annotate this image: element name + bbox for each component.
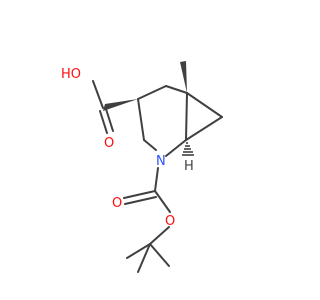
bond-n-ca-2	[143, 139, 157, 151]
atom-ring-n: N	[156, 154, 166, 169]
bond-cooh-c-oh	[92, 80, 104, 109]
bonds	[92, 80, 223, 273]
bond-n-ca	[137, 98, 145, 141]
atom-hydroxyl: HO	[61, 67, 81, 82]
wedge-bond-ca-cooh	[103, 99, 138, 111]
bond-cooh-c-o2	[99, 110, 108, 134]
bond-cooh-c-o1	[105, 108, 114, 132]
atom-ester-o: O	[165, 214, 175, 229]
bond-c6-c1	[185, 116, 223, 141]
bond-ch2-c5	[165, 85, 188, 94]
atom-bridgehead-h: H	[184, 159, 194, 174]
bond-n-carbonyl	[154, 167, 159, 192]
wedge-bond-c5-methyl	[180, 61, 187, 93]
bond-carbonyl-o1	[123, 190, 156, 199]
structure-svg: HO O N O O H	[61, 61, 223, 273]
bond-ca-ch2	[137, 85, 167, 100]
bond-ctbu-me1	[126, 243, 151, 259]
bond-c1-n	[165, 139, 187, 157]
bond-ctbu-me2	[149, 243, 170, 267]
bond-c5-c6	[186, 92, 223, 118]
atom-carbamate-o: O	[112, 196, 122, 211]
bond-carbonyl-oester	[154, 190, 171, 213]
bond-ctbu-me3	[137, 243, 151, 273]
bond-oester-ctbu	[149, 226, 170, 245]
molecule-diagram: HO O N O O H	[61, 61, 223, 273]
hash-bond-c1-h	[182, 142, 194, 156]
bond-c5-c1	[185, 92, 188, 141]
bond-carbonyl-o2	[124, 196, 157, 205]
atom-acid-carbonyl-o: O	[104, 136, 114, 151]
